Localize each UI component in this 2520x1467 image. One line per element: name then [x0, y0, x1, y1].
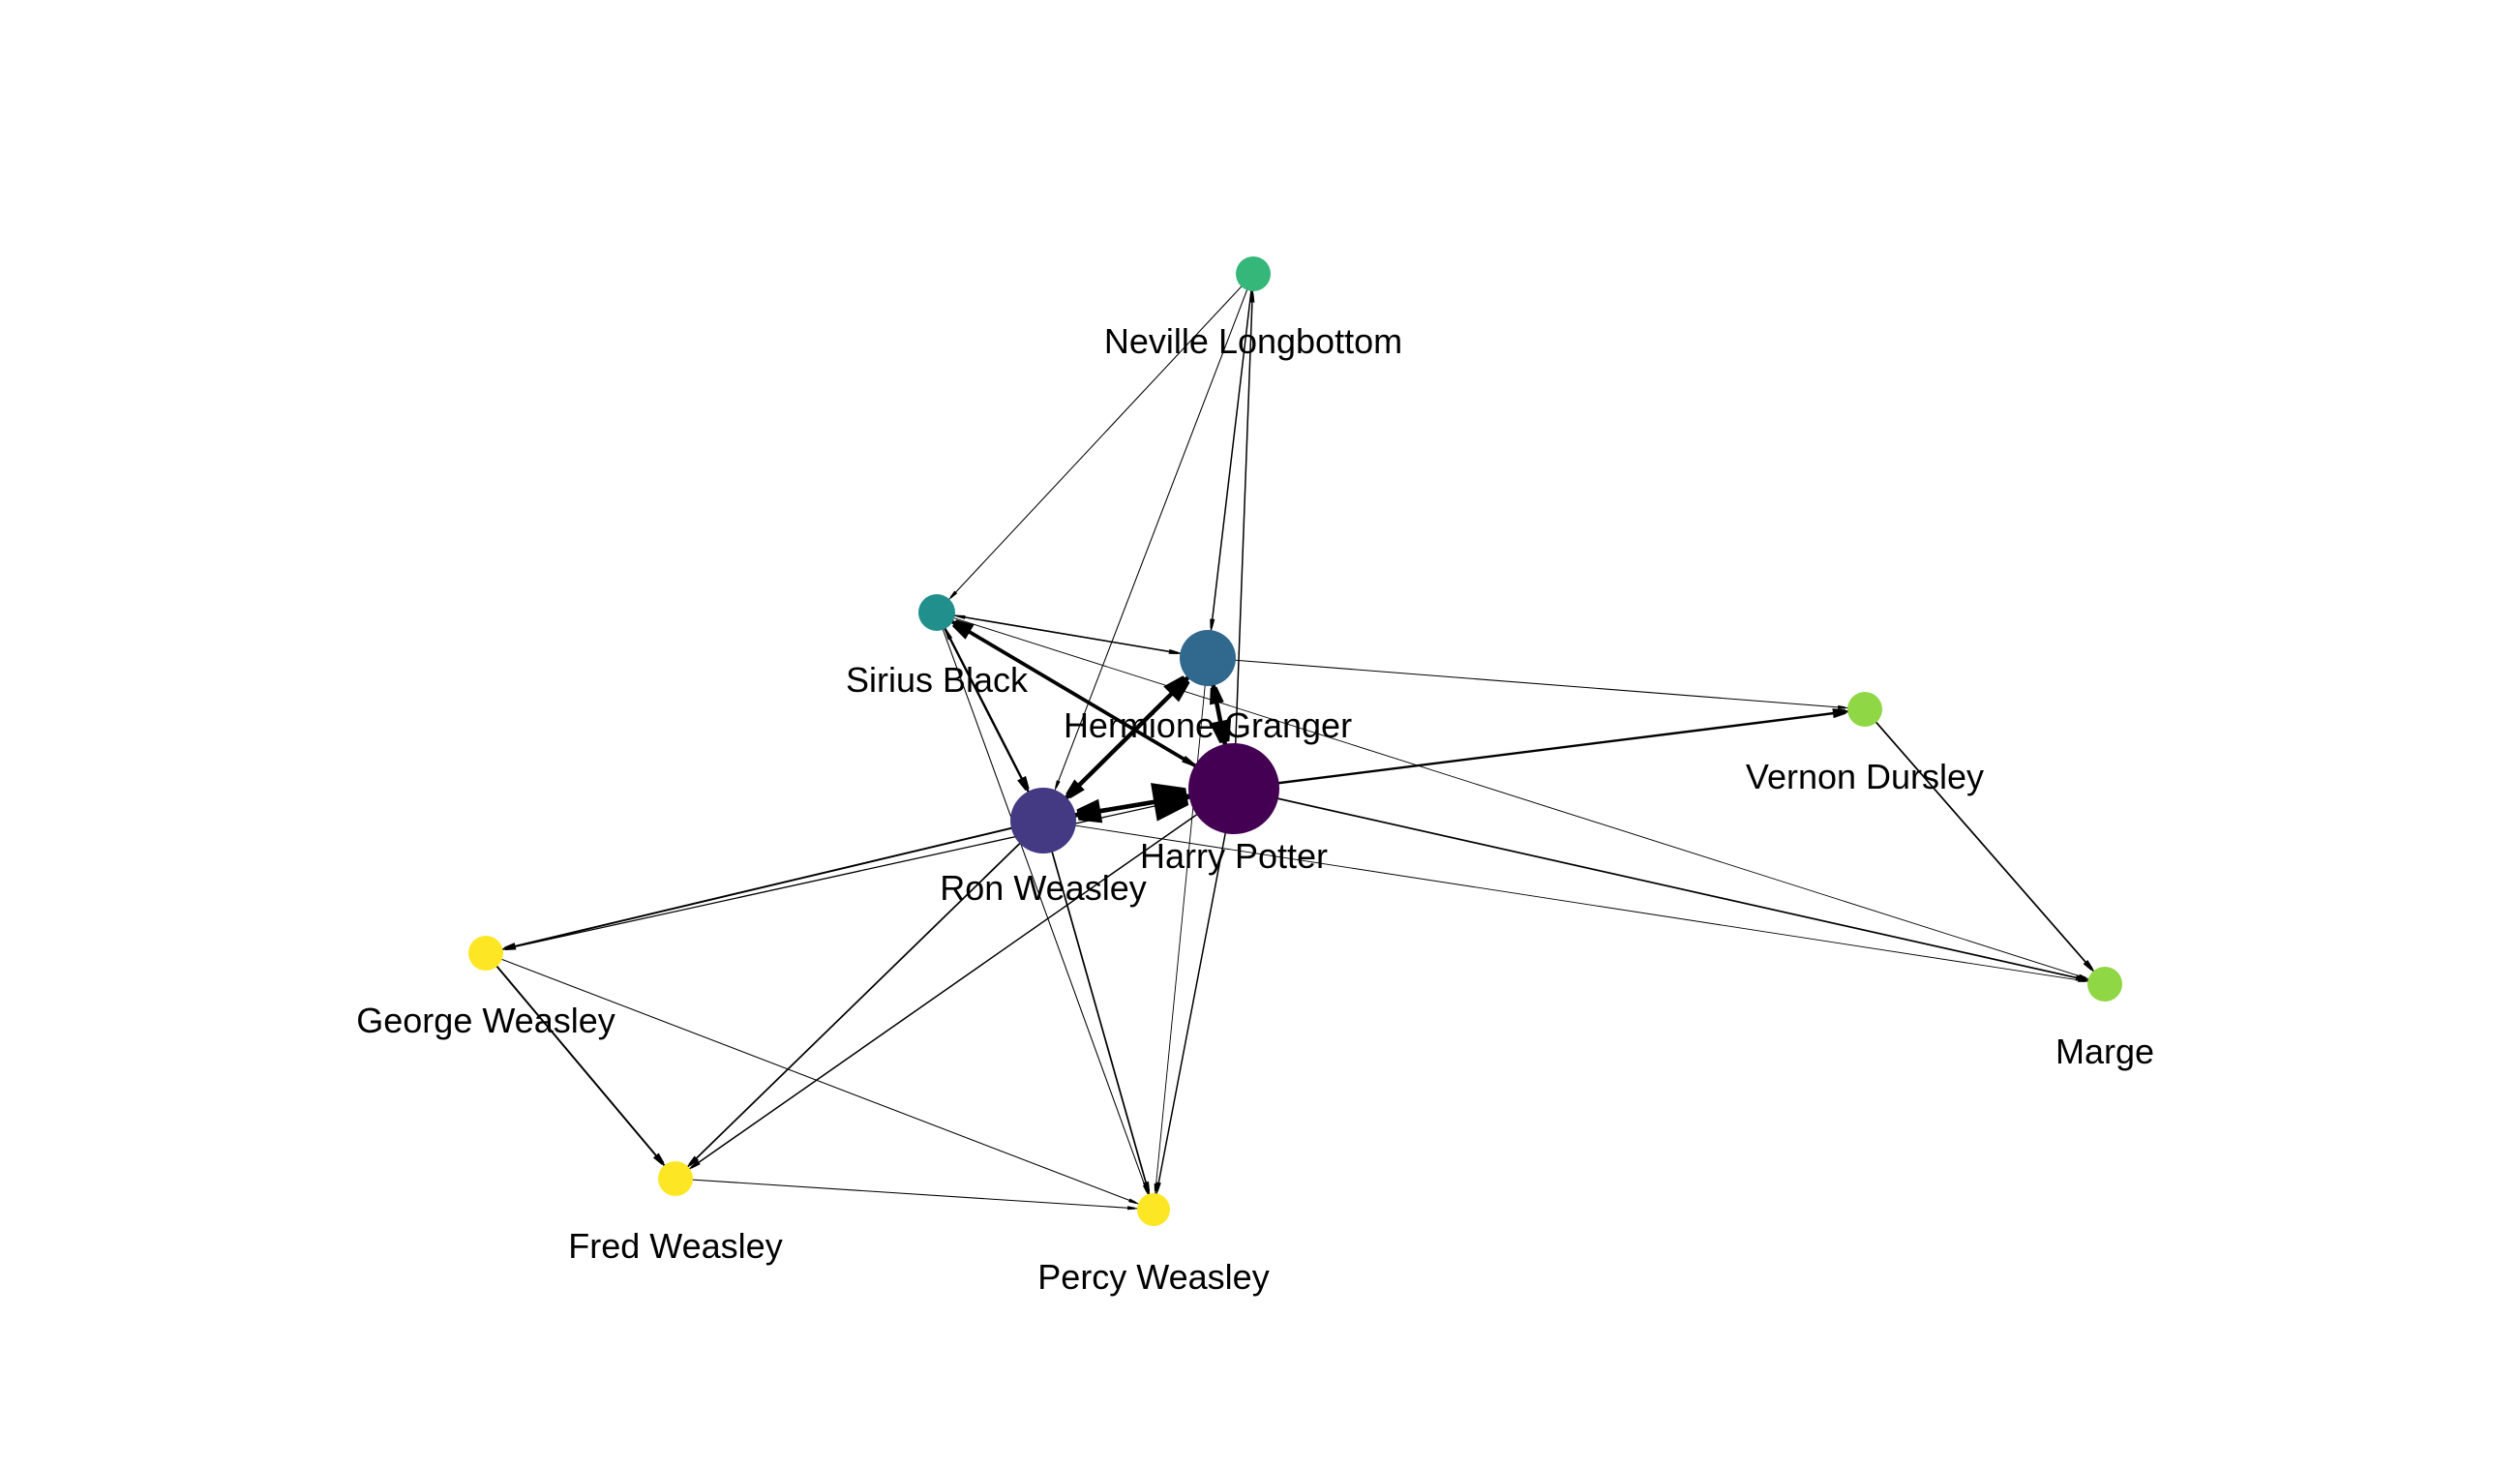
- node-label-percy: Percy Weasley: [1037, 1257, 1269, 1297]
- edge-ron-percy: [1042, 820, 1155, 1211]
- edge-hermione-percy: [1153, 657, 1209, 1211]
- edge-harry-percy: [1153, 788, 1235, 1211]
- node-label-ron: Ron Weasley: [940, 868, 1146, 908]
- node-neville: [1236, 256, 1271, 291]
- edge-arrowhead-harry-fred: [690, 1160, 701, 1169]
- edge-neville-hermione: [1207, 273, 1254, 659]
- edge-ron-sirius: [936, 612, 1044, 822]
- edge-neville-sirius: [936, 273, 1254, 614]
- edge-sirius-marge: [936, 612, 2106, 985]
- edge-ron-marge: [1042, 820, 2106, 985]
- edge-arrowhead-fred-percy: [1126, 1206, 1136, 1211]
- edge-arrowhead-hermione-sirius: [956, 614, 966, 619]
- node-label-harry: Harry Potter: [1140, 836, 1328, 876]
- node-label-sirius: Sirius Black: [846, 660, 1029, 700]
- edge-arrowhead-harry-neville: [1249, 292, 1255, 303]
- node-ron: [1010, 788, 1076, 853]
- node-label-marge: Marge: [2055, 1032, 2154, 1071]
- edge-sirius-percy: [936, 612, 1155, 1211]
- node-marge: [2087, 967, 2122, 1002]
- edge-ron-george: [485, 820, 1044, 954]
- edge-arrowhead-ron-fred: [688, 1155, 700, 1167]
- edges-layer: [485, 273, 2106, 1211]
- node-harry: [1188, 743, 1279, 834]
- edge-harry-george: [485, 788, 1235, 954]
- edge-arrowhead-harry-sirius: [952, 619, 975, 640]
- edge-neville-ron: [1042, 273, 1254, 822]
- node-george: [468, 936, 503, 971]
- edge-arrowhead-harry-hermione: [1210, 686, 1224, 705]
- edge-arrowhead-harry-ron: [1076, 798, 1103, 823]
- edge-arrowhead-hermione-vernon: [1837, 704, 1846, 709]
- edge-arrowhead-vernon-marge: [2083, 959, 2093, 971]
- edge-arrowhead-ron-harry: [1151, 783, 1189, 822]
- edge-harry-vernon: [1233, 707, 1866, 791]
- edge-arrowhead-ron-marge: [2078, 977, 2086, 982]
- edge-arrowhead-sirius-harry: [1182, 755, 1194, 766]
- edge-arrowhead-ron-sirius: [945, 630, 953, 641]
- edge-george-fred: [485, 952, 676, 1180]
- edge-arrowhead-hermione-percy: [1154, 1183, 1158, 1192]
- edge-harry-neville: [1233, 273, 1254, 790]
- edge-vernon-marge: [1864, 708, 2106, 985]
- edge-harry-fred: [675, 788, 1235, 1180]
- node-hermione: [1180, 630, 1236, 686]
- node-fred: [658, 1161, 693, 1196]
- edge-arrowhead-neville-hermione: [1210, 618, 1215, 629]
- edge-fred-percy: [675, 1178, 1155, 1211]
- edge-harry-marge: [1233, 788, 2106, 985]
- node-label-neville: Neville Longbottom: [1104, 321, 1402, 361]
- edge-hermione-sirius: [936, 612, 1209, 659]
- edge-arrowhead-george-fred: [652, 1153, 665, 1165]
- edge-arrowhead-george-percy: [1128, 1198, 1137, 1205]
- node-label-vernon: Vernon Dursley: [1746, 757, 1984, 796]
- node-label-fred: Fred Weasley: [568, 1226, 782, 1266]
- edge-arrowhead-neville-ron: [1055, 780, 1061, 789]
- node-vernon: [1847, 692, 1882, 727]
- node-percy: [1137, 1193, 1170, 1226]
- node-label-george: George Weasley: [356, 1001, 615, 1040]
- edge-arrowhead-hermione-harry: [1210, 718, 1232, 743]
- edge-george-percy: [485, 952, 1155, 1211]
- edge-arrowhead-harry-george: [504, 944, 514, 950]
- edge-arrowhead-neville-sirius: [949, 590, 958, 599]
- node-sirius: [918, 594, 955, 631]
- edge-ron-fred: [675, 820, 1044, 1180]
- edge-arrowhead-sirius-percy: [1142, 1183, 1149, 1193]
- edge-arrowhead-sirius-marge: [2078, 973, 2087, 979]
- node-label-hermione: Hermione Granger: [1064, 705, 1352, 745]
- edge-arrowhead-harry-vernon: [1832, 708, 1846, 719]
- edge-hermione-vernon: [1207, 657, 1866, 710]
- edge-arrowhead-hermione-ron: [1065, 779, 1085, 799]
- nodes-layer: [468, 256, 2122, 1226]
